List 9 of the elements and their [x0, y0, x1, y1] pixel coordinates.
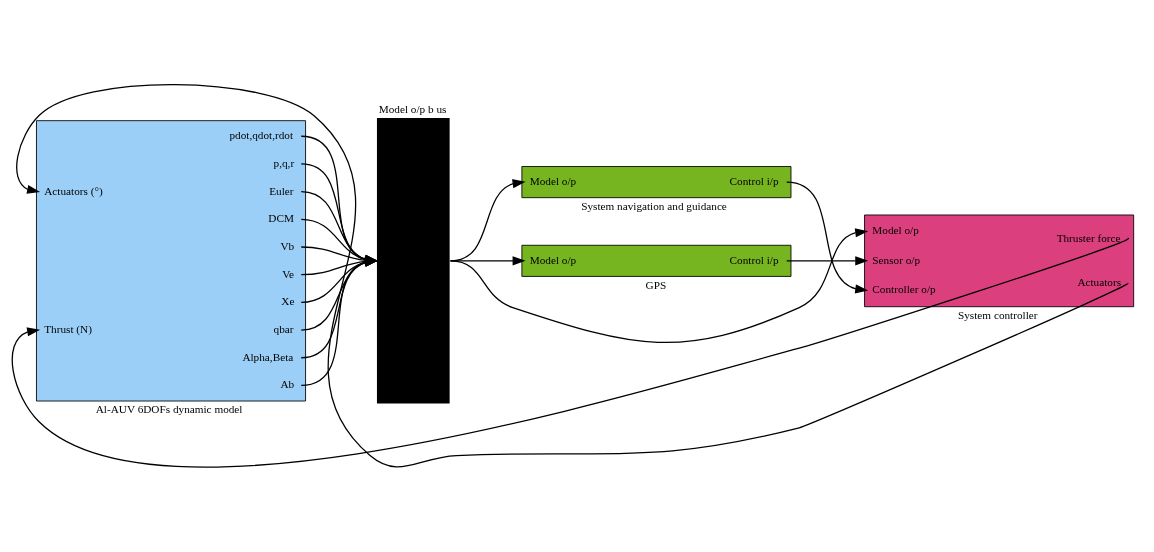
node-label: Al-AUV 6DOFs dynamic model — [95, 403, 243, 416]
arrow — [449, 228, 869, 343]
arrow — [786, 256, 869, 266]
arrow — [786, 181, 869, 294]
node-label: Model o/p b us — [378, 103, 447, 116]
node-bar — [376, 118, 450, 404]
node-label: System controller — [958, 309, 1038, 322]
node-label: System navigation and guidance — [581, 200, 727, 213]
node-label: GPS — [645, 278, 667, 291]
